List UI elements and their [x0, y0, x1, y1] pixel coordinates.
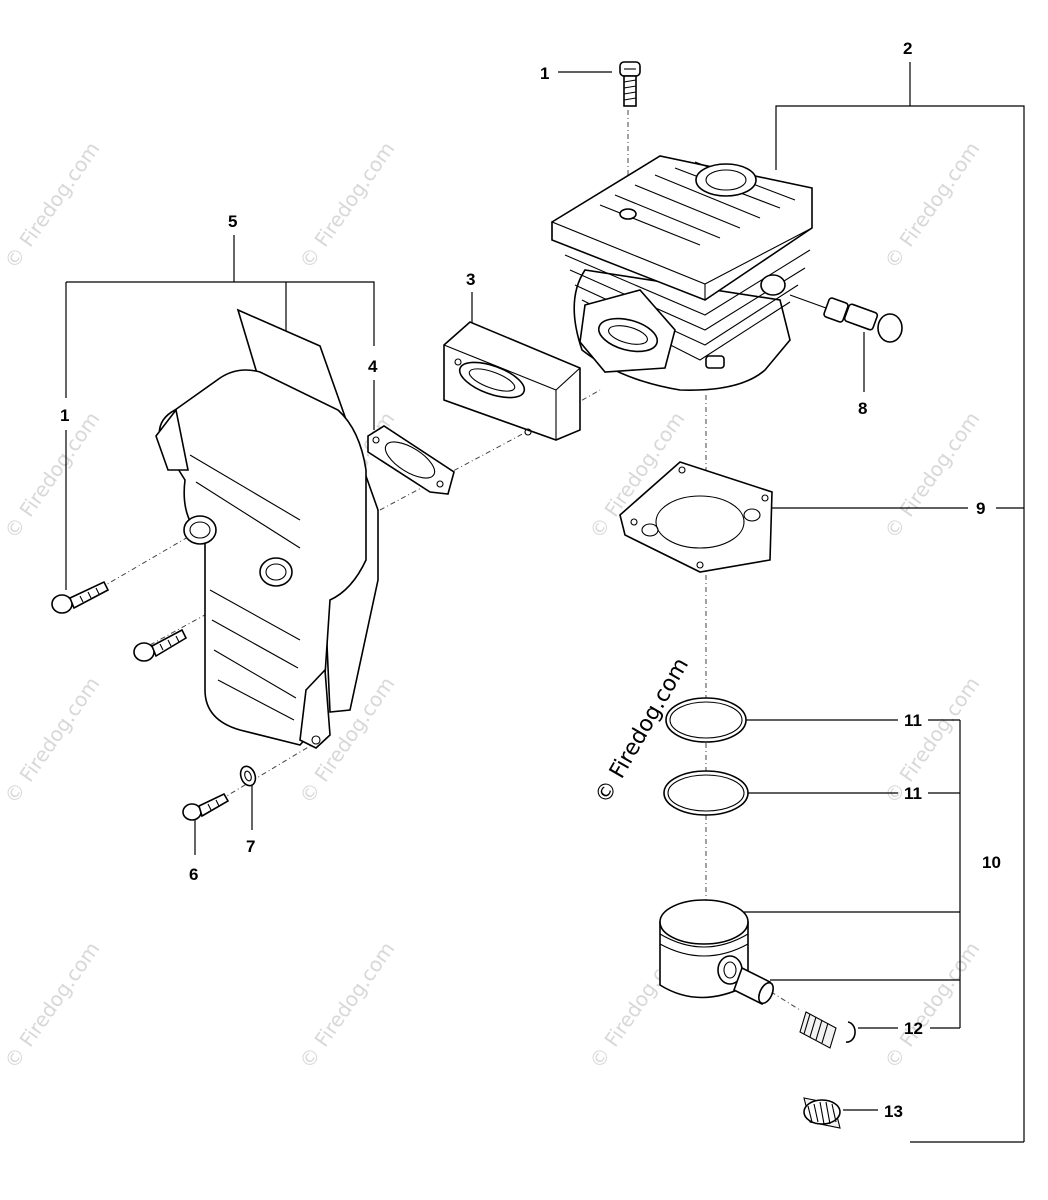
callout-10: 10: [982, 853, 1001, 872]
callout-13: 13: [884, 1102, 903, 1121]
watermark: © Firedog.com: [0, 137, 104, 273]
piston-pin: [733, 966, 774, 1006]
screw-part-6: [182, 792, 230, 821]
callout-2: 2: [903, 39, 912, 58]
bolt-part-1-lower: [133, 628, 188, 662]
callout-11-upper: 11: [904, 711, 922, 730]
callout-4: 4: [368, 357, 378, 376]
watermark: © Firedog.com: [879, 137, 984, 273]
needle-bearing-small: [799, 1011, 837, 1049]
watermark: © Firedog.com: [294, 937, 399, 1073]
callout-labels: 1 2 5 3 4 8 1 9 11 11 7 10 6 12 13: [60, 39, 1001, 1121]
callout-11-lower: 11: [904, 784, 922, 803]
callout-5: 5: [228, 212, 237, 231]
muffler-gasket-part-4: [367, 425, 455, 495]
circlip-part-12: [845, 1021, 856, 1043]
spacer-part-3: [443, 321, 581, 441]
callout-1-top: 1: [540, 64, 549, 83]
watermark: © Firedog.com: [879, 672, 984, 808]
watermark: © Firedog.com: [879, 407, 984, 543]
callout-1-left: 1: [60, 406, 69, 425]
muffler-part-5: [155, 308, 379, 749]
callout-12: 12: [904, 1019, 923, 1038]
watermark: © Firedog.com: [294, 137, 399, 273]
callout-3: 3: [466, 270, 475, 289]
callout-8: 8: [858, 399, 867, 418]
base-gasket-part-9: [619, 461, 773, 573]
bolt-part-1-upper: [51, 580, 110, 614]
piston-ring-part-11-lower: [663, 770, 749, 816]
watermark: © Firedog.com: [879, 937, 984, 1073]
piston-ring-part-11-upper: [665, 697, 747, 743]
screw-part-1-top: [619, 61, 641, 107]
watermark: © Firedog.com: [0, 937, 104, 1073]
watermark: © Firedog.com: [0, 407, 104, 543]
decompression-valve-part-8: [789, 294, 903, 343]
callout-7: 7: [246, 837, 255, 856]
callout-6: 6: [189, 865, 198, 884]
washer-part-7: [239, 765, 257, 787]
cylinder-part-2: [551, 155, 813, 391]
watermark: © Firedog.com: [0, 672, 104, 808]
watermark-layer: © Firedog.com © Firedog.com © Firedog.co…: [0, 137, 984, 1073]
callout-9: 9: [976, 499, 985, 518]
piston-part-10: [659, 899, 749, 999]
needle-bearing-part-13: [803, 1097, 841, 1129]
leader-lines: [65, 62, 1025, 1143]
